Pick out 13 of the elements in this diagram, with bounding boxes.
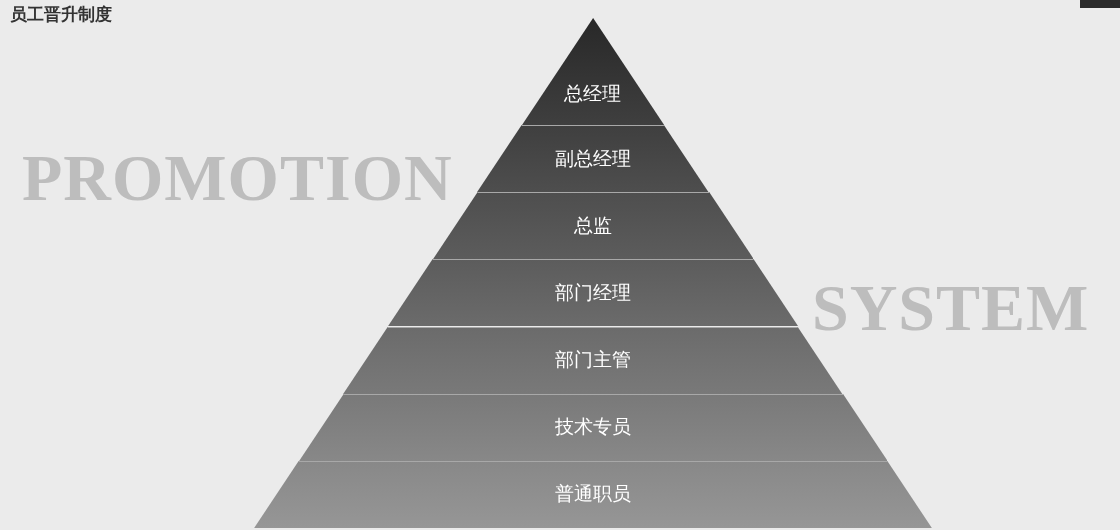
- level-label: 普通职员: [554, 481, 632, 507]
- pyramid-level: [387, 259, 799, 327]
- level-label: 副总经理: [554, 145, 632, 171]
- pyramid-level: [477, 125, 709, 193]
- level-label: 总经理: [563, 81, 623, 106]
- title: 员工晋升制度: [10, 3, 112, 26]
- pyramid-level: [521, 18, 665, 125]
- level-label: 部门主管: [554, 347, 632, 373]
- level-label: 总监: [573, 212, 613, 238]
- pyramid-level: [254, 460, 932, 528]
- level-label: 部门经理: [554, 279, 632, 305]
- pyramid-level: [298, 393, 888, 461]
- level-label: 技术专员: [554, 414, 632, 440]
